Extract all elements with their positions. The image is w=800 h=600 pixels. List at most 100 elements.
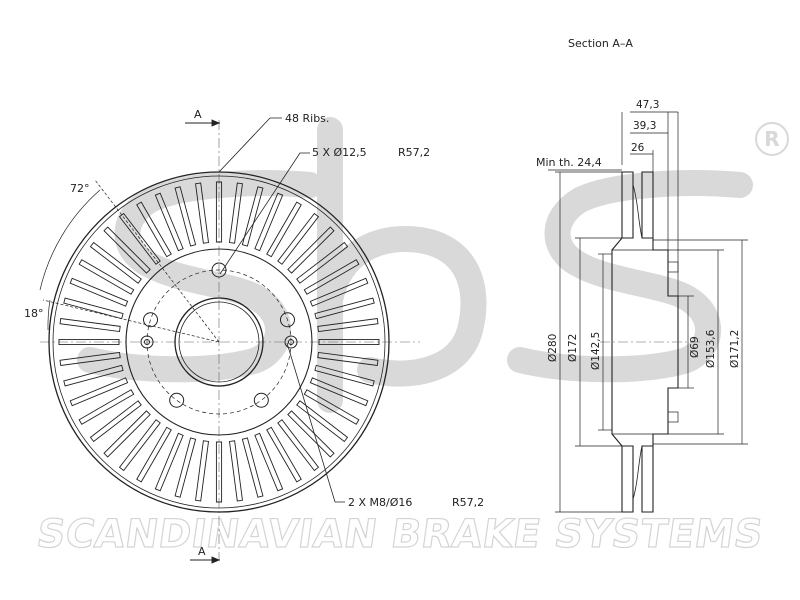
cooling-rib (154, 432, 184, 492)
angle-dimensions (39, 179, 220, 343)
front-view (39, 117, 420, 564)
cooling-rib (78, 259, 135, 295)
cooling-rib (215, 181, 223, 243)
threaded-holes-leader (286, 342, 345, 503)
threaded-hole (140, 335, 154, 349)
dia-outer: Ø280 (547, 334, 559, 362)
section-view-labels: Section A–A Min th. 24,4 47,3 39,3 26 Ø2… (536, 37, 741, 370)
cooling-rib (277, 212, 320, 265)
cooling-rib (174, 437, 197, 498)
rib-curve-bottom (632, 445, 643, 500)
cooling-rib (215, 441, 223, 503)
cooling-rib (296, 241, 349, 284)
cooling-rib (314, 297, 375, 320)
cooling-rib (228, 182, 243, 244)
cooling-rib (296, 400, 349, 443)
dim-overall-height: 47,3 (636, 99, 659, 111)
center-bore-chamfer (178, 301, 260, 383)
center-bore (174, 297, 264, 387)
cooling-rib (254, 432, 284, 492)
cooling-rib (136, 426, 172, 483)
threaded-hole (284, 335, 298, 349)
bolt-holes (140, 262, 298, 408)
bolt-hole (143, 312, 159, 328)
cooling-rib (314, 364, 375, 387)
cooling-rib (303, 259, 360, 295)
cooling-rib (318, 338, 380, 346)
front-centerlines (40, 120, 420, 560)
cooling-rib (266, 201, 302, 258)
dia-hub: Ø153,6 (705, 329, 717, 368)
cooling-rib (103, 410, 151, 458)
inner-ring-profile (611, 237, 623, 447)
cooling-rib (195, 182, 210, 244)
cooling-rib (59, 351, 121, 366)
bolt-holes-leader (219, 152, 310, 275)
section-arrows (185, 119, 221, 564)
cooling-rib (241, 186, 264, 247)
dia-flange: Ø171,2 (729, 330, 741, 368)
threaded-hole-core (288, 339, 294, 345)
cooling-rib (59, 318, 121, 333)
hat-hole-bottom (667, 411, 679, 423)
cooling-rib (154, 192, 184, 252)
cooling-rib (136, 201, 172, 258)
cooling-rib (58, 338, 120, 346)
cooling-rib (228, 440, 243, 502)
bolt-hole (253, 392, 269, 408)
cooling-rib (266, 426, 302, 483)
cooling-rib (277, 419, 320, 472)
cooling-rib (78, 389, 135, 425)
hat-hole-top (667, 261, 679, 273)
cooling-rib (69, 277, 129, 307)
angle-thread-offset-label: 18° (24, 307, 44, 320)
dia-inner-ring: Ø172 (567, 334, 579, 362)
cooling-rib (287, 410, 335, 458)
dia-hat: Ø142,5 (590, 332, 602, 370)
bolt-holes-pcd: R57,2 (398, 146, 430, 159)
bolt-hole (211, 262, 227, 278)
threaded-holes-pcd: R57,2 (452, 496, 484, 509)
cooling-rib (254, 192, 284, 252)
ribs-label: 48 Ribs. (285, 112, 329, 125)
inboard-plate-top (641, 171, 654, 239)
cooling-rib (89, 400, 142, 443)
dia-center-bore: Ø69 (689, 336, 701, 358)
diameter-dimensions (555, 171, 748, 513)
cooling-rib (118, 419, 161, 472)
threaded-hole-core (144, 339, 150, 345)
cooling-rib (195, 440, 210, 502)
section-marker-top: A (194, 108, 202, 121)
cooling-rib (118, 212, 161, 265)
dim-hat-height: 39,3 (633, 120, 656, 132)
sbs-letters (77, 117, 753, 413)
bolt-hole (279, 312, 295, 328)
ribs-leader (218, 117, 282, 173)
section-view (548, 111, 748, 513)
cooling-ribs (58, 181, 380, 503)
dim-thickness: 26 (631, 142, 645, 154)
cooling-rib (69, 377, 129, 407)
disc-outer-edge-inner (52, 175, 386, 509)
rib-curve-top (632, 184, 643, 239)
cooling-rib (317, 351, 379, 366)
cooling-rib (63, 364, 124, 387)
cooling-rib (241, 437, 264, 498)
pitch-circle (146, 269, 292, 415)
bolt-holes-label: 5 X Ø12,5 (312, 146, 367, 159)
cooling-rib (63, 297, 124, 320)
cooling-rib (174, 186, 197, 247)
section-title: Section A–A (568, 37, 633, 50)
min-thickness-label: Min th. 24,4 (536, 156, 602, 169)
cooling-rib (89, 241, 142, 284)
outboard-plate-top (621, 171, 634, 239)
cooling-rib (303, 389, 360, 425)
section-marker-bottom: A (198, 545, 206, 558)
front-view-labels: A A 48 Ribs. 5 X Ø12,5 R57,2 2 X M8/Ø16 … (24, 108, 484, 558)
friction-ring-inner-edge (125, 248, 313, 436)
registered-mark: R (755, 122, 789, 156)
cooling-rib (287, 226, 335, 274)
width-dimensions (548, 111, 679, 296)
